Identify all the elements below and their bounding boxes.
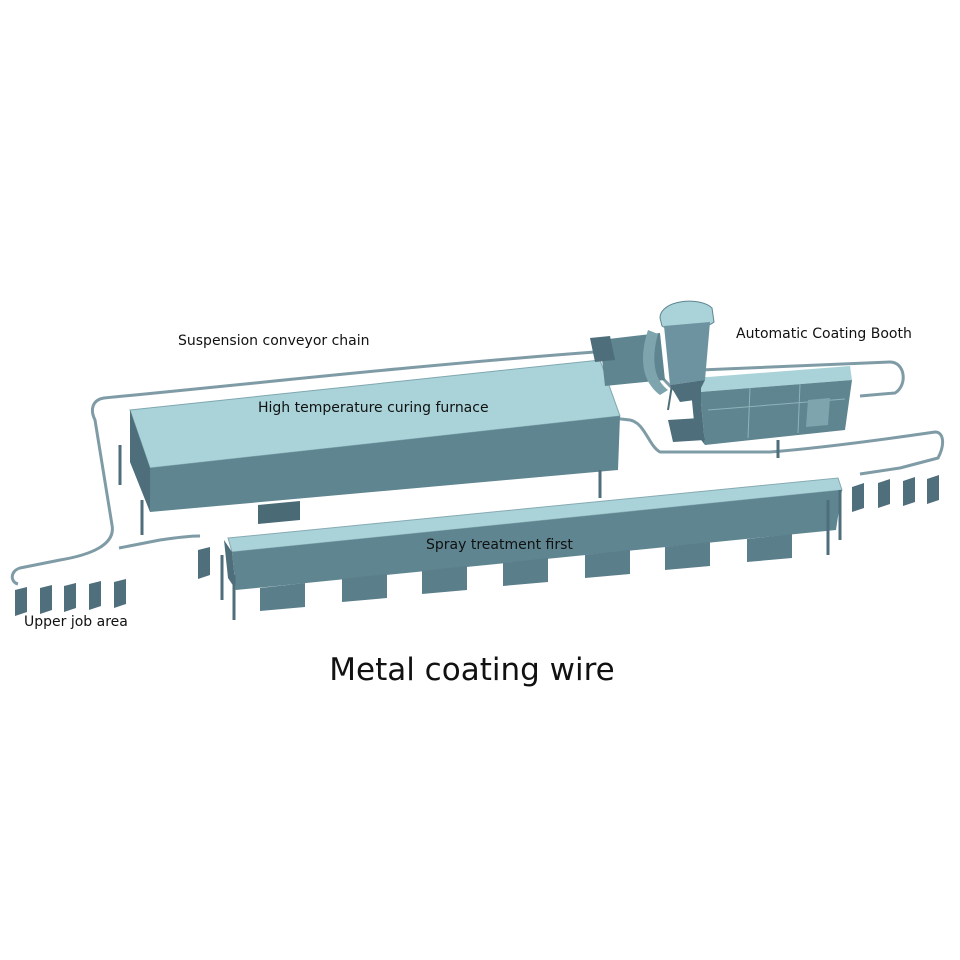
label-curing-furnace: High temperature curing furnace bbox=[258, 400, 489, 416]
spray-treatment-tunnel bbox=[220, 477, 843, 620]
label-suspension-conveyor-chain: Suspension conveyor chain bbox=[178, 333, 370, 349]
label-spray-treatment: Spray treatment first bbox=[426, 537, 573, 553]
automatic-coating-booth bbox=[668, 366, 852, 458]
curing-furnace bbox=[118, 333, 665, 535]
label-automatic-coating-booth: Automatic Coating Booth bbox=[736, 326, 912, 342]
conveyor-hangers-left bbox=[15, 547, 210, 616]
conveyor-hangers-right bbox=[852, 475, 939, 512]
powder-recovery-cyclone bbox=[643, 300, 715, 411]
diagram-title: Metal coating wire bbox=[329, 652, 615, 688]
label-upper-job-area: Upper job area bbox=[24, 614, 128, 630]
